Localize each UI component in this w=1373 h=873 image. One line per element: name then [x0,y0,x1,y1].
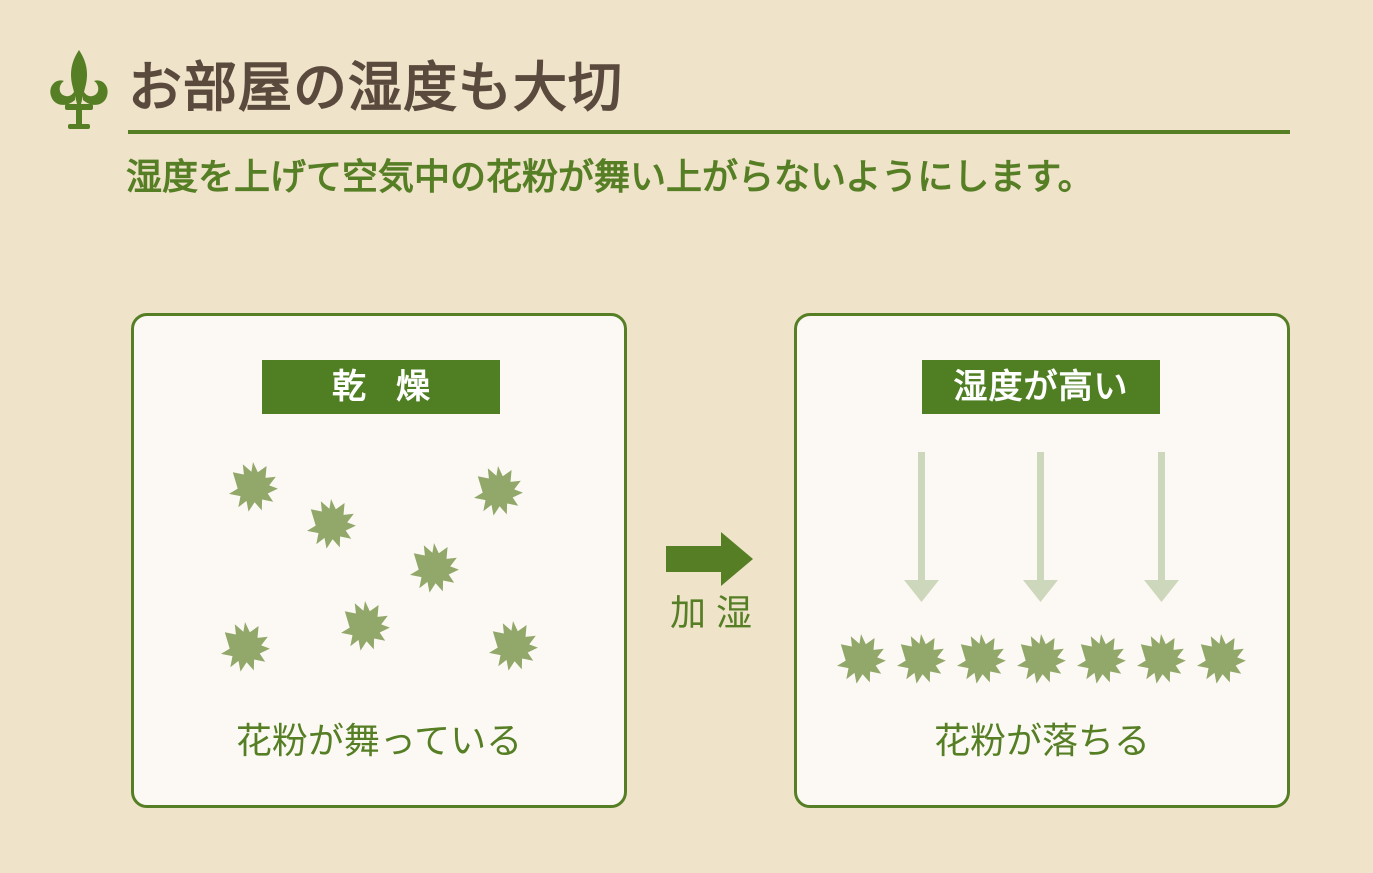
dry-panel-caption: 花粉が舞っている [235,721,523,762]
pollen-icon [1137,634,1186,684]
falling-pollen-group [837,452,1246,684]
humidify-label: 加湿 [670,593,763,634]
down-arrow-icon [1144,452,1179,602]
humid-panel-caption: 花粉が落ちる [933,721,1150,762]
pollen-icon [1077,634,1126,684]
down-arrow-icon [904,452,939,602]
dry-panel-header: 乾燥 [262,360,500,414]
pollen-icon [897,634,946,684]
pollen-icon [474,466,523,516]
right-arrow-icon [666,532,753,586]
pollen-icon [229,462,278,512]
pollen-icon [837,634,886,684]
pollen-icon [1197,634,1246,684]
page-subtitle: 湿度を上げて空気中の花粉が舞い上がらないようにします。 [126,157,1094,198]
page-title: お部屋の湿度も大切 [128,56,623,119]
humid-panel: 湿度が高い 花粉が落ちる [794,313,1290,808]
down-arrow-icon [1023,452,1058,602]
pollen-icon [221,622,270,672]
pollen-icon [307,499,356,549]
title-divider [128,130,1290,134]
pollen-icon [1017,634,1066,684]
pollen-icon [489,621,538,671]
pollen-icon [410,543,459,593]
dry-panel: 乾燥 花粉が舞っている [131,313,627,808]
fleur-de-lis-icon [50,50,108,129]
pollen-icon [957,634,1006,684]
pollen-icon [341,601,390,651]
humid-panel-header: 湿度が高い [922,360,1160,414]
